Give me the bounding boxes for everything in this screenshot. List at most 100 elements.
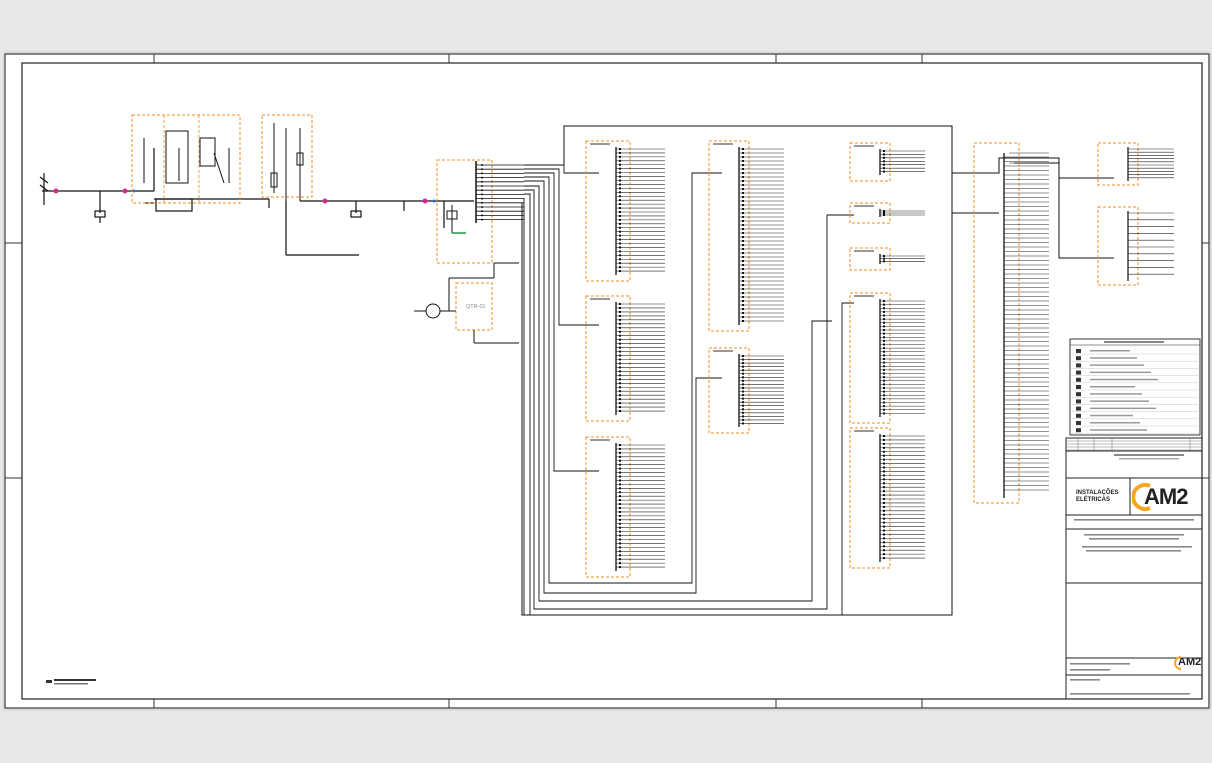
title-text-line: [1074, 519, 1194, 521]
panel-breaker: [619, 522, 621, 525]
panel-breaker: [883, 533, 885, 536]
panel-breaker: [619, 195, 621, 198]
panel-tag: [854, 205, 874, 207]
panel-breaker: [619, 518, 621, 521]
panel-breaker: [619, 203, 621, 206]
panel-breaker: [742, 188, 744, 190]
panel-breaker: [619, 218, 621, 221]
panel-breaker: [883, 376, 885, 379]
panel-tag: [854, 295, 874, 297]
panel-breaker: [742, 369, 744, 372]
sub-panel: [585, 140, 665, 282]
panel-breaker: [742, 276, 744, 278]
panel-enclosure: [973, 142, 1020, 504]
circuit-breaker-dot: [481, 185, 483, 187]
panel-breaker: [883, 372, 885, 375]
panel-breaker: [619, 159, 621, 162]
panel-breaker: [883, 450, 885, 453]
panel-breaker: [742, 184, 744, 186]
feeder-cable: [524, 172, 722, 584]
panel-breaker: [619, 378, 621, 381]
panel-breaker: [619, 234, 621, 237]
panel-breaker: [883, 321, 885, 324]
title-text-line: [1070, 669, 1110, 671]
panel-breaker: [883, 549, 885, 552]
panel-tag: [713, 350, 733, 352]
panel-breaker: [742, 260, 744, 262]
panel-breaker: [883, 170, 885, 173]
panel-breaker: [619, 326, 621, 329]
legend-symbol: [1076, 356, 1081, 361]
panel-breaker: [619, 562, 621, 565]
panel-breaker: [742, 200, 744, 202]
panel-breaker: [742, 168, 744, 170]
panel-breaker: [742, 296, 744, 298]
sub-panel: [849, 202, 925, 224]
panel-breaker: [742, 204, 744, 206]
panel-breaker: [619, 187, 621, 190]
panel-breaker: [619, 366, 621, 369]
panel-breaker: [619, 382, 621, 385]
panel-breaker: [883, 394, 885, 397]
company-line-1: INSTALAÇÕES: [1076, 490, 1119, 496]
panel-breaker: [883, 387, 885, 389]
panel-breaker: [883, 509, 885, 512]
panel-breaker: [883, 358, 885, 360]
panel-breaker: [742, 376, 744, 379]
panel-breaker: [619, 406, 621, 409]
panel-breaker: [619, 342, 621, 345]
drawing-sheet: QTR-01: [4, 53, 1210, 709]
panel-breaker: [619, 510, 621, 513]
panel-breaker: [883, 339, 885, 342]
panel-breaker: [883, 361, 885, 364]
protection-cubicles: [131, 114, 493, 264]
panel-enclosure: [849, 142, 891, 182]
panel-breaker: [883, 257, 885, 260]
panel-breaker: [883, 521, 885, 524]
panel-breaker: [619, 394, 621, 397]
panel-breaker: [883, 156, 885, 159]
panel-breaker: [742, 362, 744, 365]
brand-logo-small-icon: [1174, 656, 1182, 670]
legend-text: [1090, 357, 1137, 359]
panel-breaker: [742, 212, 744, 214]
panel-breaker: [619, 183, 621, 186]
panel-breaker: [619, 514, 621, 517]
panel-breaker: [619, 479, 621, 482]
panel-breaker: [619, 250, 621, 253]
panel-breaker: [619, 330, 621, 333]
legend-symbol: [1076, 421, 1081, 425]
panel-breaker: [619, 207, 621, 210]
sub-panel: [708, 140, 784, 332]
panel-breaker: [619, 451, 621, 454]
title-text-line: [1070, 663, 1130, 665]
legend-symbol: [1076, 428, 1081, 433]
panel-breaker: [883, 517, 885, 520]
panel-enclosure: [1097, 206, 1139, 286]
panel-breaker: [883, 325, 885, 328]
panel-enclosure: [708, 140, 750, 332]
feeder-routes: [521, 125, 1114, 616]
panel-breaker: [619, 471, 621, 474]
legend-symbol: [1076, 399, 1081, 404]
panel-breaker: [619, 191, 621, 194]
panel-breaker: [619, 398, 621, 401]
legend-symbol: [1076, 349, 1081, 353]
circuit-breaker-dot: [481, 168, 483, 171]
feeder-cable: [524, 185, 832, 602]
panel-breaker: [619, 530, 621, 533]
legend-heading: [1104, 341, 1164, 343]
panel-breaker: [619, 338, 621, 341]
panel-breaker: [742, 386, 744, 389]
feeder-cable: [521, 125, 953, 616]
panel-breaker: [619, 266, 621, 269]
panel-breaker: [742, 256, 744, 258]
legend-text: [1090, 414, 1133, 417]
panel-breaker: [619, 463, 621, 466]
panel-breaker: [742, 196, 744, 198]
panel-breaker: [619, 262, 621, 265]
sheet-inner-frame: [21, 62, 1203, 700]
panel-breaker: [883, 336, 885, 339]
panel-breaker: [883, 486, 885, 489]
